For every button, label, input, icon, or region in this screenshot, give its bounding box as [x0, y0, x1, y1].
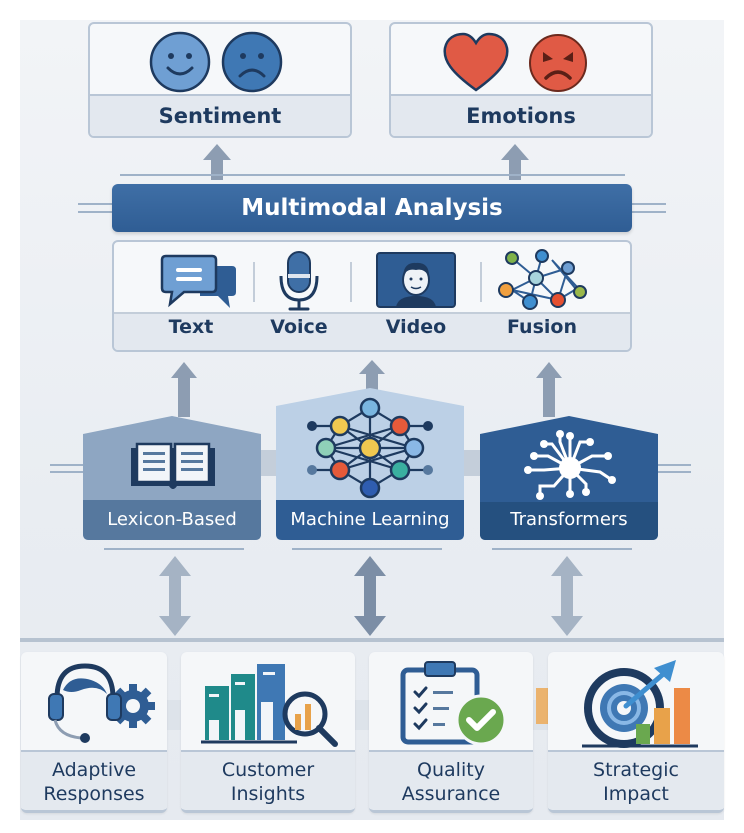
- app-label-line2: Impact: [603, 783, 669, 805]
- network-graph-icon: [498, 249, 587, 310]
- modality-video-label: Video: [385, 316, 447, 338]
- neural-network-icon: [307, 397, 433, 499]
- arrow-up-transformers: [536, 362, 562, 417]
- app-adaptive-responses: Adaptive Responses: [21, 652, 167, 813]
- microphone-icon: [279, 251, 319, 311]
- connector-line: [657, 464, 691, 466]
- connector-line: [78, 211, 112, 213]
- method-lexicon-based: Lexicon-Based: [83, 416, 261, 540]
- bidirectional-arrow-ml: [354, 556, 386, 636]
- method-transformers: Transformers: [480, 416, 658, 540]
- happy-face-icon: [149, 31, 211, 93]
- modalities-label-strip: [114, 312, 630, 350]
- bidirectional-arrow-transformers: [551, 556, 583, 636]
- app-label-line2: Responses: [43, 783, 145, 805]
- connector-line: [632, 203, 666, 205]
- arrow-up-ml: [359, 360, 385, 390]
- clipboard-check-icon: [400, 661, 507, 746]
- video-face-icon: [376, 252, 456, 308]
- app-label: Adaptive Responses: [21, 750, 167, 810]
- multimodal-analysis-banner: Multimodal Analysis: [112, 184, 632, 232]
- divider: [253, 262, 255, 302]
- method-machine-learning: Machine Learning: [276, 388, 464, 540]
- house-shape: [83, 416, 261, 540]
- app-label-line2: Assurance: [401, 783, 501, 805]
- open-book-icon: [131, 442, 215, 489]
- app-label: Customer Insights: [181, 750, 355, 810]
- connector-line: [657, 471, 691, 473]
- app-strategic-impact: Strategic Impact: [548, 652, 724, 813]
- sentiment-card: Sentiment: [88, 22, 352, 138]
- bar-chart-magnifier-icon: [201, 664, 338, 747]
- circuit-chip-icon: [524, 430, 616, 500]
- connector-bar: [462, 450, 482, 476]
- chat-bubbles-icon: [160, 254, 236, 308]
- modality-voice-label: Voice: [270, 316, 328, 338]
- connector-line: [492, 548, 632, 550]
- divider: [480, 262, 482, 302]
- modality-text-label: Text: [168, 316, 214, 338]
- method-lexicon-label: Lexicon-Based: [107, 509, 237, 530]
- connector-line: [120, 174, 625, 176]
- heart-icon: [443, 32, 509, 92]
- connector-line: [104, 548, 244, 550]
- divider: [350, 262, 352, 302]
- sad-face-icon: [221, 31, 283, 93]
- app-label-line1: Quality: [417, 759, 485, 781]
- connector-line: [50, 471, 84, 473]
- app-label-line2: Insights: [230, 783, 306, 805]
- arrow-up-emotions: [501, 144, 529, 180]
- method-transformers-label: Transformers: [510, 509, 628, 530]
- app-label-line1: Strategic: [593, 759, 679, 781]
- modality-fusion-label: Fusion: [507, 316, 577, 338]
- app-label: Quality Assurance: [369, 750, 533, 810]
- connector-line: [632, 211, 666, 213]
- divider-line: [20, 638, 724, 642]
- connector-bar: [260, 450, 280, 476]
- bidirectional-arrow-lexicon: [159, 556, 191, 636]
- arrow-up-sentiment: [203, 144, 231, 180]
- arrow-up-lexicon: [171, 362, 197, 417]
- angry-face-icon: [529, 34, 587, 92]
- orange-connector: [536, 688, 550, 724]
- app-customer-insights: Customer Insights: [181, 652, 355, 813]
- connector-line: [292, 548, 442, 550]
- emotions-card: Emotions: [389, 22, 653, 138]
- method-ml-label: Machine Learning: [290, 509, 450, 530]
- emotions-label: Emotions: [391, 94, 651, 136]
- app-label: Strategic Impact: [548, 750, 724, 810]
- sentiment-label: Sentiment: [90, 94, 350, 136]
- connector-line: [78, 203, 112, 205]
- app-quality-assurance: Quality Assurance: [369, 652, 533, 813]
- headset-gear-icon: [48, 663, 155, 743]
- connector-line: [50, 464, 84, 466]
- app-label-line1: Adaptive: [51, 759, 137, 781]
- app-label-line1: Customer: [221, 759, 315, 781]
- target-growth-icon: [582, 660, 698, 748]
